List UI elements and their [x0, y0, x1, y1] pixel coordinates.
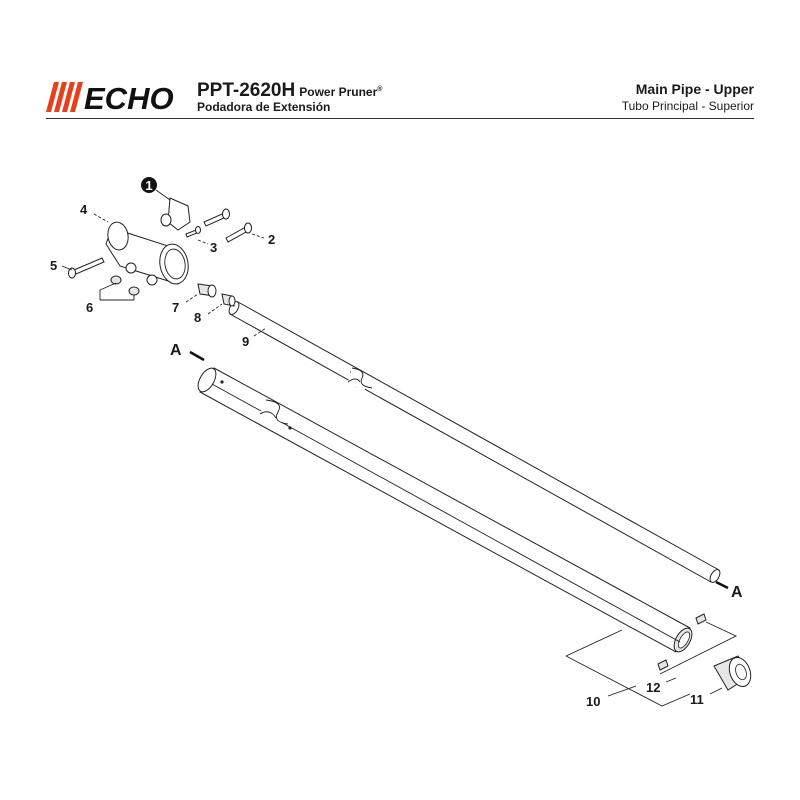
callout-1-badge	[141, 177, 157, 193]
callout-1: 1	[145, 178, 152, 193]
header-divider	[46, 118, 754, 119]
callouts: 1 2 3 4 5 6 7 8 9 10 11 12 A A	[50, 177, 743, 709]
part-2-bolts	[203, 208, 252, 243]
reference-a-left: A	[170, 342, 182, 359]
part-4-clamp-housing	[105, 221, 189, 286]
registered-mark: ®	[377, 86, 383, 93]
part-5-bolt	[68, 257, 105, 279]
section-subtitle: Tubo Principal - Superior	[621, 99, 754, 113]
part-12-pins	[657, 613, 707, 671]
callout-5: 5	[50, 258, 57, 273]
product-subtitle: Podadora de Extensión	[197, 100, 331, 114]
part-6-nuts	[110, 275, 140, 296]
callout-2: 2	[268, 232, 275, 247]
logo-wordmark: ECHO	[84, 82, 174, 112]
part-10-main-pipe	[197, 367, 693, 653]
model-number: PPT-2620H	[197, 80, 296, 101]
callout-11: 11	[690, 692, 704, 707]
callout-6: 6	[86, 300, 93, 315]
leader-lines	[61, 189, 738, 707]
callout-3: 3	[210, 240, 217, 255]
callout-4: 4	[80, 202, 88, 217]
callout-8: 8	[194, 310, 201, 325]
callout-7: 7	[172, 300, 179, 315]
callout-12: 12	[646, 680, 660, 695]
reference-a-right: A	[731, 584, 743, 601]
echo-logo: ECHO	[46, 82, 174, 112]
section-title: Main Pipe - Upper	[635, 81, 754, 97]
part-7-coupling	[197, 283, 217, 298]
part-9-drive-shaft	[228, 301, 721, 583]
part-11-end-cap	[713, 655, 752, 691]
part-1-knob	[160, 197, 191, 231]
callout-9: 9	[242, 334, 249, 349]
part-3-screw	[185, 226, 201, 238]
logo-stripes-icon	[46, 82, 83, 112]
callout-10: 10	[586, 694, 600, 709]
part-8-bushing	[221, 293, 236, 307]
product-name: Power Pruner®	[299, 85, 383, 99]
